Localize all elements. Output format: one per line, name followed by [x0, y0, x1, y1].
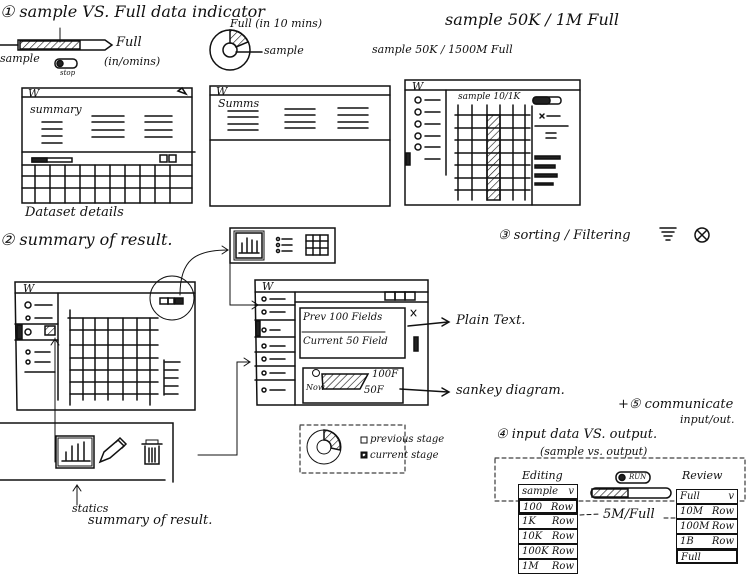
- edit-pen-icon[interactable]: [98, 436, 128, 464]
- wireframe-result-table: [14, 275, 196, 463]
- progress-label: 5M/Full: [603, 507, 655, 522]
- statics-label: statics: [72, 502, 109, 515]
- bar-sample-label: sample: [0, 52, 40, 65]
- row-unit: Row: [551, 561, 574, 572]
- section2-title: ② summary of result.: [0, 230, 173, 249]
- row-unit: Row: [711, 506, 734, 517]
- row-count: 100: [523, 502, 543, 513]
- row-unit: Row: [711, 536, 734, 547]
- row-unit: Row: [551, 546, 574, 557]
- option-row[interactable]: 100 Row: [518, 499, 578, 514]
- wire3-heading: sample 10/1K: [458, 92, 521, 102]
- section5-title: +⑤ communicate: [618, 397, 734, 412]
- wire2-logo: W: [216, 85, 228, 98]
- sankey-label: sankey diagram.: [456, 383, 565, 398]
- row-count: 100K: [522, 546, 549, 557]
- row-count: Full: [681, 552, 701, 563]
- sample-full-progress-bar: [0, 27, 114, 51]
- wire2-heading: Summs: [218, 97, 260, 110]
- option-row[interactable]: Full: [676, 549, 738, 564]
- statistics-actions-box: [0, 422, 174, 483]
- section3-title: ③ sorting / Filtering: [498, 228, 631, 243]
- section1-title: ① sample VS. Full data indicator: [0, 2, 265, 21]
- row-count: 1K: [522, 516, 536, 527]
- trash-icon[interactable]: [141, 439, 163, 465]
- review-label: Review: [682, 469, 723, 482]
- section5-subtitle: input/out.: [680, 413, 735, 426]
- sankey-now: Now: [306, 383, 325, 392]
- clear-filter-icon[interactable]: [694, 227, 710, 243]
- legend-current: current stage: [370, 450, 439, 461]
- chevron-down-icon: v: [728, 491, 734, 502]
- donut-sample-label: sample: [264, 44, 304, 57]
- statics-caption: summary of result.: [88, 513, 213, 528]
- row-count: 10M: [680, 506, 703, 517]
- row-unit: Row: [711, 521, 734, 532]
- current-fields: Current 50 Field: [303, 336, 388, 347]
- wireframe-sample-table: [404, 79, 581, 206]
- row-count: 10K: [522, 531, 543, 542]
- wireframe-summary-dataset: [21, 86, 196, 204]
- dataset-caption: Dataset details: [25, 205, 124, 220]
- review-select[interactable]: Full v: [676, 489, 738, 504]
- option-row[interactable]: 1M Row: [518, 559, 578, 574]
- bar-time-label: (in/omins): [104, 55, 161, 68]
- wire-logo: W: [23, 282, 35, 295]
- section4-subtitle: (sample vs. output): [540, 445, 648, 458]
- bar-full-label: Full: [116, 35, 142, 50]
- review-select-value: Full: [680, 491, 700, 502]
- option-row[interactable]: 1B Row: [676, 534, 738, 549]
- view-switcher[interactable]: [229, 227, 336, 264]
- row-unit: Row: [551, 516, 574, 527]
- plain-text-label: Plain Text.: [456, 313, 526, 328]
- option-row[interactable]: 10M Row: [676, 504, 738, 519]
- sankey-top: 100F: [372, 369, 399, 380]
- sample-donut: [209, 29, 263, 71]
- option-row[interactable]: 1K Row: [518, 514, 578, 529]
- wire3-logo: W: [412, 80, 424, 93]
- wireframe-detail-panel: [254, 279, 451, 406]
- stop-label: stop: [60, 69, 76, 77]
- wireframe-summary-collapsed: [209, 85, 391, 207]
- editing-select-value: sample: [522, 486, 559, 497]
- detail-logo: W: [262, 280, 274, 293]
- row-unit: Row: [551, 531, 574, 542]
- run-progress-bar: [590, 487, 672, 499]
- filter-icon[interactable]: [659, 227, 677, 241]
- option-row[interactable]: 10K Row: [518, 529, 578, 544]
- stop-toggle[interactable]: [54, 58, 78, 69]
- row-count: 1B: [680, 536, 694, 547]
- run-label: RUN: [629, 473, 647, 481]
- row-count: 1M: [522, 561, 539, 572]
- wire1-heading: summary: [30, 103, 82, 116]
- donut-full-label: Full (in 10 mins): [230, 17, 323, 30]
- row-count: 100M: [680, 521, 710, 532]
- chevron-down-icon: v: [568, 486, 574, 497]
- statistics-chart-icon[interactable]: [55, 435, 95, 469]
- stage-legend: [299, 424, 406, 474]
- prev-fields: Prev 100 Fields: [303, 312, 383, 323]
- run-button[interactable]: [615, 471, 651, 484]
- caption-sample-vs-full: sample 50K / 1M Full: [445, 10, 619, 29]
- legend-previous: previous stage: [370, 434, 445, 445]
- section4-title: ④ input data VS. output.: [496, 427, 658, 442]
- caption-sample-vs-full-small: sample 50K / 1500M Full: [372, 43, 513, 56]
- editing-label: Editing: [522, 469, 563, 482]
- row-unit: Row: [550, 502, 573, 513]
- sankey-bottom: 50F: [364, 385, 384, 396]
- wire1-logo: W: [28, 87, 40, 100]
